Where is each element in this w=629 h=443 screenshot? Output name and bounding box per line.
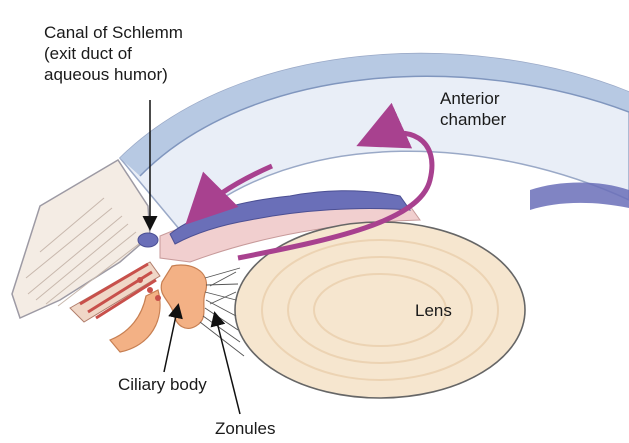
- cornea-edge: [530, 183, 629, 211]
- label-anterior-line-1: Anterior: [440, 88, 506, 109]
- label-lens: Lens: [415, 300, 452, 321]
- label-canal-line-2: (exit duct of: [44, 43, 183, 64]
- label-ciliary-body: Ciliary body: [118, 374, 207, 395]
- label-canal-line-3: aqueous humor): [44, 64, 183, 85]
- canal-of-schlemm: [138, 233, 158, 247]
- label-anterior-chamber: Anterior chamber: [440, 88, 506, 130]
- label-canal-of-schlemm: Canal of Schlemm (exit duct of aqueous h…: [44, 22, 183, 85]
- label-canal-line-1: Canal of Schlemm: [44, 22, 183, 43]
- ciliary-body: [161, 265, 206, 328]
- label-anterior-line-2: chamber: [440, 109, 506, 130]
- ciliary-leader: [164, 306, 178, 372]
- label-zonules: Zonules: [215, 418, 275, 439]
